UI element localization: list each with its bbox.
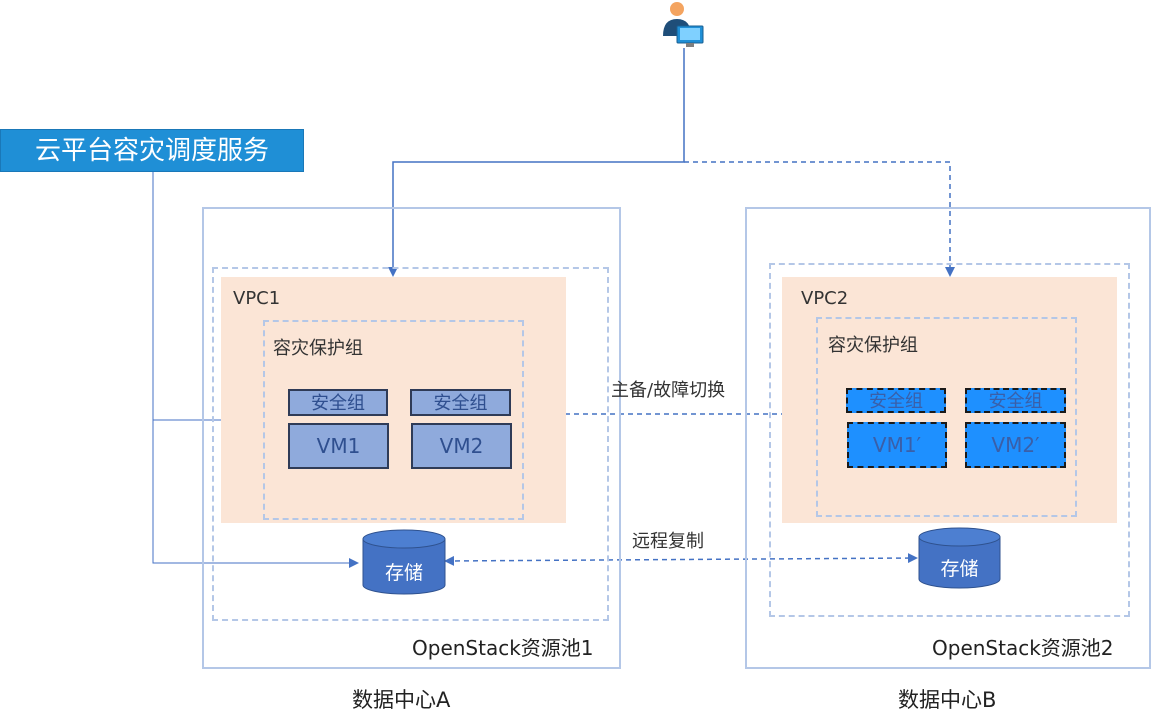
dc-a-protection-group xyxy=(263,320,524,520)
user-to-dc-b-line xyxy=(684,161,955,277)
replication-label: 远程复制 xyxy=(632,531,704,552)
dc-a-pool xyxy=(202,207,621,669)
dc-a-vpc-label: VPC1 xyxy=(233,288,281,309)
dc-a-cloud-boundary xyxy=(212,267,609,621)
user-to-dc-a-line xyxy=(388,48,685,277)
dc-b-storage-label: 存储 xyxy=(940,558,979,580)
dc-a-group-label: 容灾保护组 xyxy=(273,338,363,359)
user-computer-icon xyxy=(663,2,704,47)
dc-a-security-group-2: 安全组 xyxy=(410,389,511,416)
dc-b-pool-label: OpenStack资源池2 xyxy=(932,636,1114,660)
dc-b-vpc-label: VPC2 xyxy=(801,288,849,309)
dc-a-storage-icon xyxy=(362,529,446,595)
dc-b-storage-icon xyxy=(918,527,1001,589)
dc-b-vm1: VM1′ xyxy=(847,422,947,468)
dc-a-label: 数据中心A xyxy=(352,688,451,712)
dc-b-label: 数据中心B xyxy=(898,688,997,712)
replication-line xyxy=(444,553,918,566)
dc-a-vm2: VM2 xyxy=(411,423,512,469)
dc-b-vm2: VM2′ xyxy=(965,422,1066,468)
dc-b-protection-group xyxy=(816,317,1077,517)
dc-a-storage-label: 存储 xyxy=(384,562,423,584)
service-to-storage-line xyxy=(152,420,359,568)
dc-b-cloud-boundary xyxy=(769,263,1130,617)
dc-a-security-group-1: 安全组 xyxy=(288,389,388,416)
dc-b-group-label: 容灾保护组 xyxy=(828,335,918,356)
failover-label: 主备/故障切换 xyxy=(611,380,726,401)
service-title: 云平台容灾调度服务 xyxy=(0,129,304,172)
dc-b-security-group-1: 安全组 xyxy=(846,388,946,413)
dc-b-security-group-2: 安全组 xyxy=(965,388,1066,413)
dc-b-pool xyxy=(745,207,1151,669)
dc-a-pool-label: OpenStack资源池1 xyxy=(412,636,594,660)
dc-a-vm1: VM1 xyxy=(288,423,389,469)
